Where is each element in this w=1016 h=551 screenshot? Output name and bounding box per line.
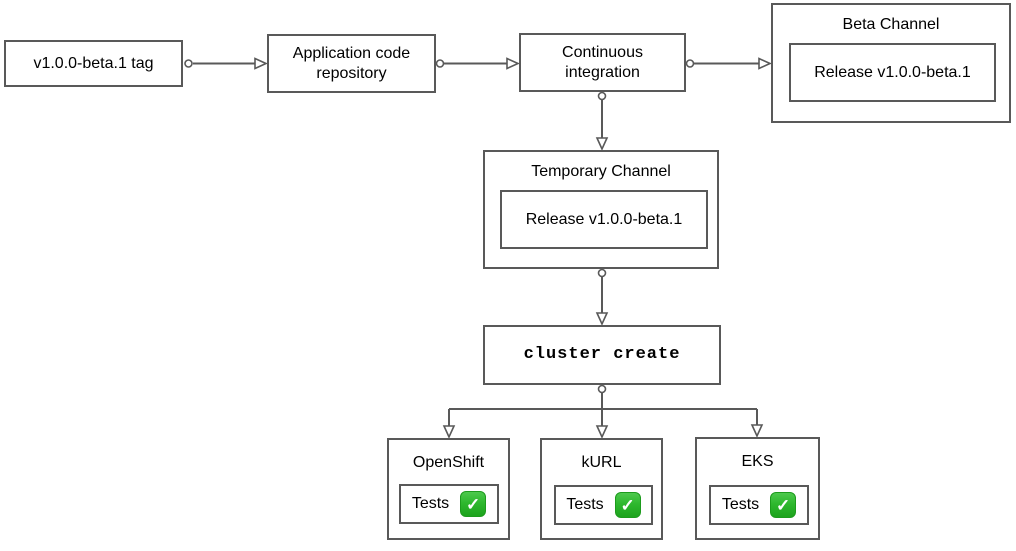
kurl-tests-label: Tests	[566, 496, 604, 513]
beta-channel-release-label: Release v1.0.0-beta.1	[814, 63, 971, 81]
kurl-title: kURL	[581, 454, 622, 471]
node-beta-channel: Beta Channel Release v1.0.0-beta.1	[771, 3, 1011, 123]
cluster-create-label: cluster create	[523, 345, 681, 365]
openshift-tests-label: Tests	[411, 495, 450, 512]
edge-tag-to-repo	[184, 57, 268, 70]
node-version-tag: v1.0.0-beta.1 tag	[4, 40, 183, 87]
kurl-tests-box: Tests ✓	[554, 485, 653, 525]
node-continuous-integration: Continuous integration	[519, 33, 686, 92]
version-tag-label: v1.0.0-beta.1 tag	[33, 54, 154, 72]
beta-channel-title: Beta Channel	[842, 16, 940, 33]
openshift-tests-box: Tests ✓	[399, 484, 499, 524]
temporary-channel-release-label: Release v1.0.0-beta.1	[525, 210, 683, 228]
eks-tests-label: Tests	[721, 496, 760, 513]
edge-ci-to-beta-channel	[685, 57, 772, 70]
edge-temporary-channel-to-cluster-create	[595, 268, 609, 326]
continuous-integration-label: Continuous integration	[562, 43, 643, 81]
node-cluster-create: cluster create	[483, 325, 721, 385]
node-application-code-repository: Application code repository	[267, 34, 436, 93]
node-openshift: OpenShift Tests ✓	[387, 438, 510, 540]
edge-cluster-create-to-tests	[442, 384, 764, 439]
edge-ci-to-temporary-channel	[595, 91, 609, 151]
node-temporary-channel: Temporary Channel Release v1.0.0-beta.1	[483, 150, 719, 269]
application-code-repository-label: Application code repository	[292, 44, 411, 82]
openshift-title: OpenShift	[412, 454, 485, 471]
node-kurl: kURL Tests ✓	[540, 438, 663, 540]
edge-repo-to-ci	[435, 57, 520, 70]
check-icon: ✓	[614, 492, 641, 518]
beta-channel-release-box: Release v1.0.0-beta.1	[789, 43, 996, 102]
eks-tests-box: Tests ✓	[709, 485, 809, 525]
check-icon: ✓	[460, 491, 487, 517]
eks-title: EKS	[741, 453, 774, 470]
temporary-channel-title: Temporary Channel	[531, 163, 671, 180]
check-icon: ✓	[770, 492, 797, 518]
temporary-channel-release-box: Release v1.0.0-beta.1	[500, 190, 708, 249]
node-eks: EKS Tests ✓	[695, 437, 820, 540]
